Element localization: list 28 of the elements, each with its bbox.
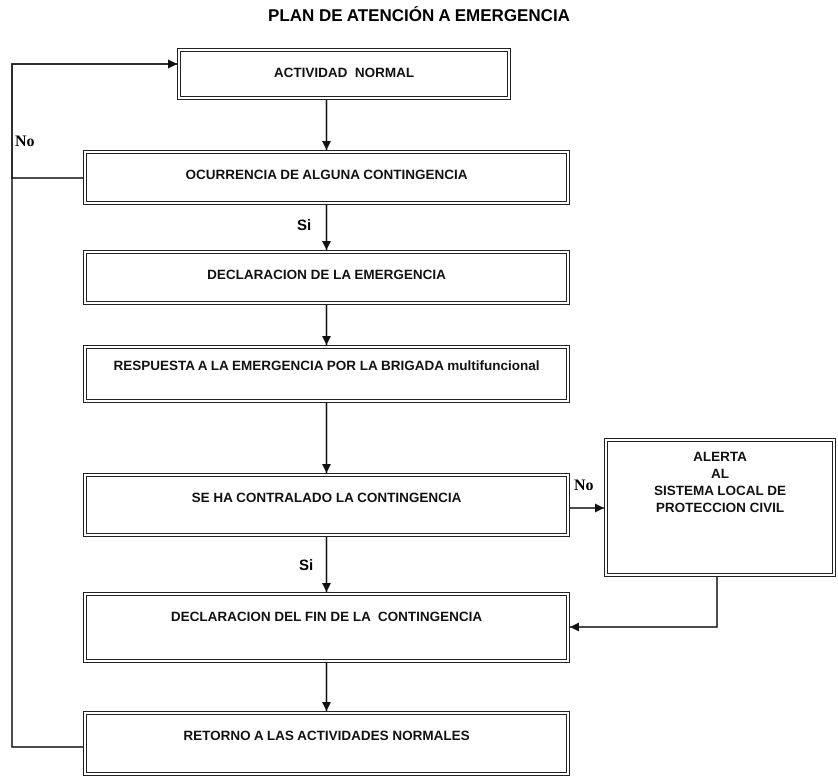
arrow bbox=[570, 504, 604, 512]
process-box bbox=[83, 150, 570, 205]
box-text: DECLARACION DEL FIN DE LA CONTINGENCIA bbox=[170, 608, 484, 625]
box-text: OCURRENCIA DE ALGUNA CONTINGENCIA bbox=[184, 166, 468, 183]
box-text: SISTEMA LOCAL DE PROTECCION CIVIL bbox=[652, 482, 787, 516]
box-text: AL bbox=[710, 465, 730, 482]
box-text: RESPUESTA A LA EMERGENCIA POR LA BRIGADA multifuncional bbox=[112, 357, 540, 374]
box-text: DECLARACION DE LA EMERGENCIA bbox=[206, 266, 447, 283]
arrow bbox=[322, 663, 331, 711]
arrow bbox=[322, 100, 331, 150]
box-text: ALERTA bbox=[692, 448, 748, 465]
arrow bbox=[322, 305, 331, 345]
process-box bbox=[177, 48, 511, 100]
box-text: RETORNO A LAS ACTIVIDADES NORMALES bbox=[182, 727, 471, 744]
process-box bbox=[83, 345, 570, 403]
arrow bbox=[570, 577, 718, 632]
process-box bbox=[83, 473, 570, 537]
process-box bbox=[83, 592, 570, 663]
arrow bbox=[11, 60, 177, 748]
process-box bbox=[604, 438, 836, 577]
box-text: ACTIVIDAD NORMAL bbox=[272, 64, 416, 81]
arrow bbox=[322, 537, 331, 592]
arrow bbox=[322, 205, 331, 250]
process-box bbox=[83, 250, 570, 305]
title: PLAN DE ATENCIÓN A EMERGENCIA bbox=[267, 6, 571, 26]
process-box bbox=[83, 711, 570, 776]
box-text: SE HA CONTRALADO LA CONTINGENCIA bbox=[190, 489, 462, 506]
arrow bbox=[322, 403, 331, 473]
